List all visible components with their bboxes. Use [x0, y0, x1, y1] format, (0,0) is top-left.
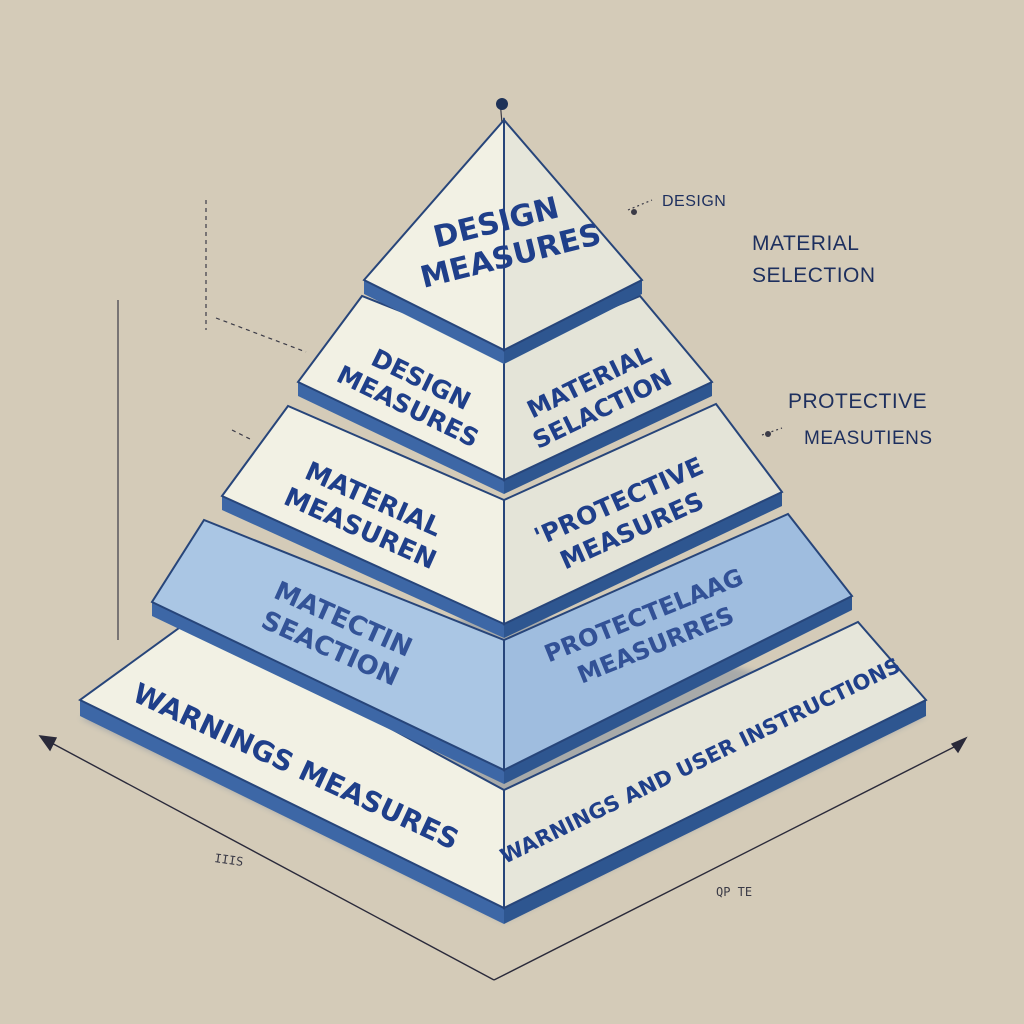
tier3-right-face	[503, 402, 784, 626]
side-label-selection: SELECTION	[752, 264, 876, 287]
tier4-left-edge	[152, 602, 504, 784]
side-label-protective: PROTECTIVE	[788, 390, 927, 413]
right-axis-line	[493, 743, 961, 981]
side-label-design: DESIGN	[662, 193, 726, 210]
top-right-edge	[504, 280, 642, 364]
left-axis-line	[45, 739, 495, 981]
axis-label-right: QP TE	[716, 885, 752, 899]
axis-label-left: IIIS	[214, 851, 245, 869]
guide-dashed-line-tier3	[231, 429, 253, 441]
left-axis-arrow	[38, 735, 58, 752]
side-label-measures: MEASUTIENS	[804, 428, 933, 449]
tier3-right-edge	[504, 492, 782, 638]
base-right-face	[503, 620, 928, 910]
pyramid-tier-4	[150, 512, 854, 784]
side-label-material: MATERIAL	[752, 232, 859, 255]
guide-lines	[117, 99, 783, 640]
tier4-right-edge	[504, 596, 852, 784]
base-right-edge	[504, 700, 926, 924]
apex-dot	[496, 98, 508, 110]
axis-lines	[38, 735, 968, 981]
base-left-edge	[80, 700, 504, 924]
right-axis-arrow	[950, 736, 968, 754]
pyramid-tier-2	[296, 294, 714, 494]
design-pointer-dot	[631, 209, 637, 215]
pyramid-tier-3	[220, 402, 784, 638]
top-right-face	[503, 117, 644, 352]
tier4-right-face	[503, 512, 854, 772]
top-left-edge	[364, 280, 504, 364]
pyramid-tier-top	[362, 117, 644, 364]
design-pointer-line	[627, 199, 653, 211]
guide-dashed-line-tier2	[215, 317, 307, 353]
protective-pointer-line	[761, 427, 783, 436]
protective-pointer-dot	[765, 431, 771, 437]
tier2-right-edge	[504, 382, 712, 494]
tier3-left-edge	[222, 496, 504, 638]
tier2-left-edge	[298, 382, 504, 494]
